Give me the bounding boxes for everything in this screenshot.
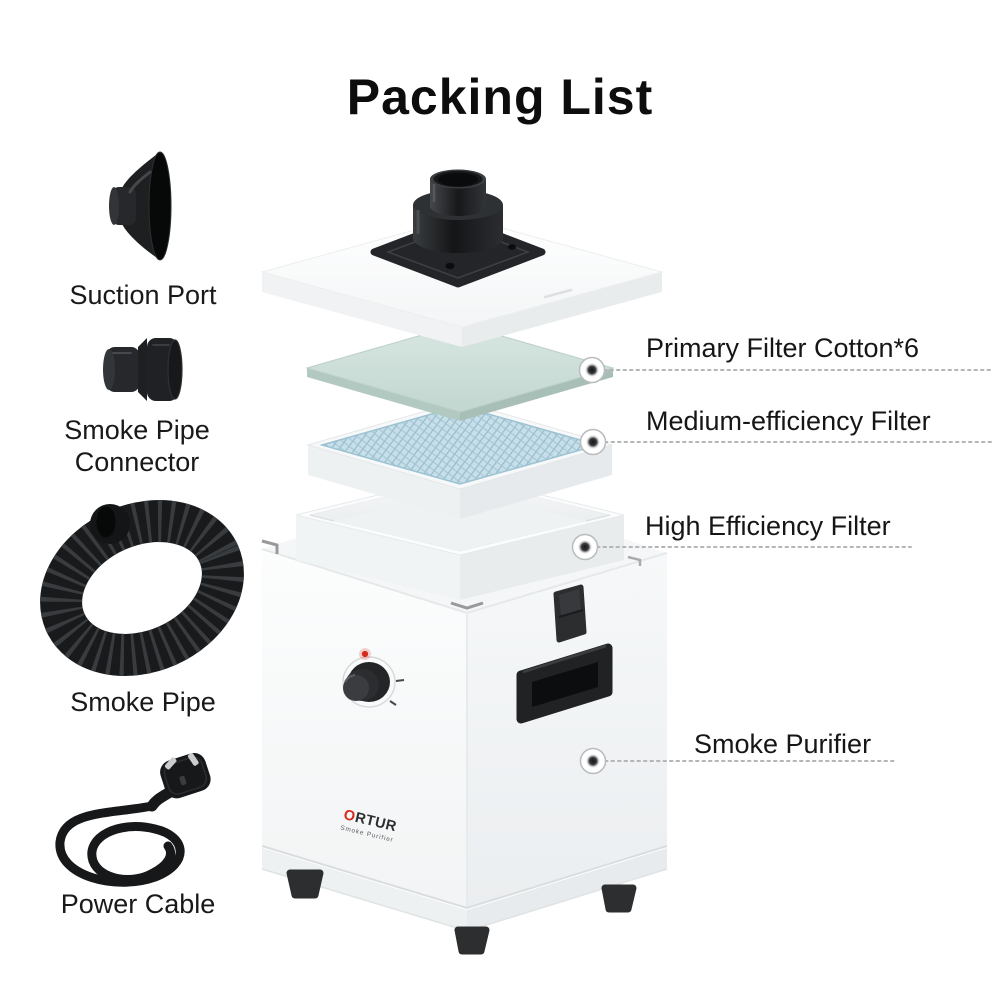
power-cable-image — [55, 752, 211, 887]
control-knob — [342, 648, 405, 708]
callout-marker-medium-filter — [579, 428, 607, 456]
callout-label-high-efficiency-filter: High Efficiency Filter — [645, 511, 891, 541]
smoke-pipe-connector-image — [103, 338, 183, 401]
primary-filter-layer — [305, 323, 615, 421]
left-item-label-power-cable: Power Cable — [60, 889, 216, 919]
callout-marker-smoke-purifier — [579, 747, 607, 775]
callout-label-smoke-purifier: Smoke Purifier — [694, 729, 872, 759]
callout-marker-high-filter — [571, 533, 599, 561]
callout-label-primary-filter: Primary Filter Cotton*6 — [646, 333, 920, 363]
page-title: Packing List — [346, 69, 654, 125]
duct-adapter — [370, 169, 546, 288]
medium-filter-layer — [306, 400, 614, 519]
suction-port-image — [109, 151, 172, 261]
callout-markers — [571, 356, 607, 775]
callout-label-medium-efficiency-filter: Medium-efficiency Filter — [646, 406, 931, 436]
left-item-label-suction-port: Suction Port — [69, 280, 217, 310]
power-indicator-dot — [361, 650, 369, 658]
smoke-pipe-image — [40, 500, 244, 676]
left-item-label-smoke-pipe-connector: Smoke Pipe Connector — [64, 415, 210, 478]
carry-handle — [516, 643, 613, 724]
latch-clip — [553, 584, 587, 643]
callout-marker-primary-filter — [578, 356, 606, 384]
callout-leaders — [596, 369, 996, 762]
foot — [286, 869, 637, 955]
lid-assembly — [260, 169, 664, 347]
purifier-exploded-view — [260, 169, 668, 955]
left-item-label-smoke-pipe: Smoke Pipe — [70, 687, 216, 717]
